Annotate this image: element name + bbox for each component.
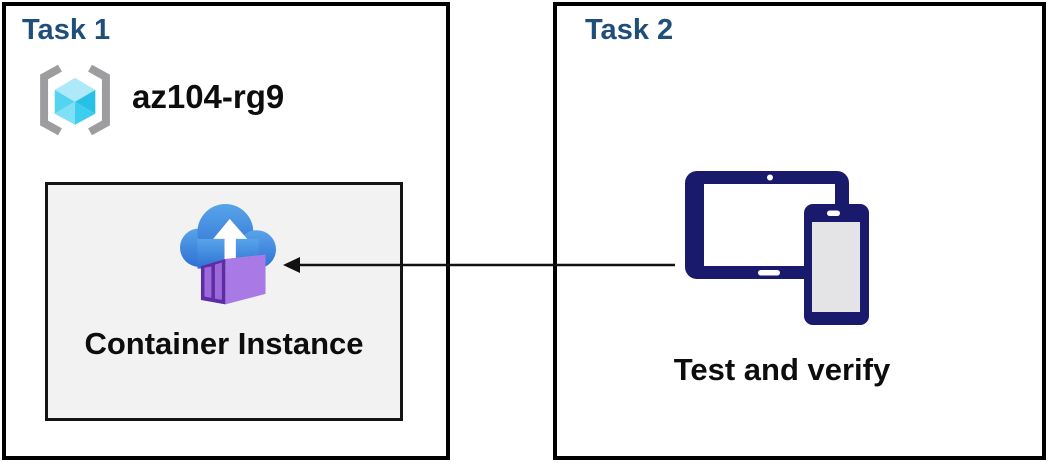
test-and-verify-label: Test and verify — [673, 352, 891, 387]
container-instance-icon — [180, 204, 276, 305]
container-instance-label: Container Instance — [84, 326, 364, 361]
phone-icon — [804, 204, 869, 325]
container-instance-box: Container Instance — [45, 182, 403, 421]
upload-arrow-icon — [213, 218, 248, 267]
task2-title: Task 2 — [585, 14, 674, 46]
task1-title: Task 1 — [22, 14, 111, 46]
arrowhead-icon — [283, 257, 300, 273]
resource-group-icon — [40, 64, 110, 136]
container-box-shape — [200, 254, 266, 305]
task1-box: Task 1 az104-rg9 — [2, 2, 450, 460]
devices-icon — [685, 171, 869, 325]
resource-group-name: az104-rg9 — [132, 78, 285, 115]
arrow-connector — [283, 257, 675, 273]
task2-box: Task 2 Test and verify — [553, 2, 1046, 460]
